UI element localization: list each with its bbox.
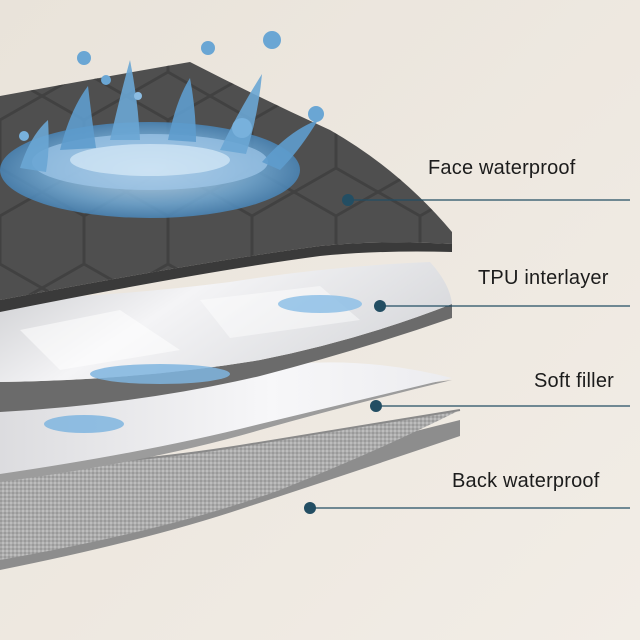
- back-layer-surface: [0, 410, 460, 560]
- label-face-waterproof: Face waterproof: [428, 157, 576, 179]
- leader-face: [342, 194, 630, 206]
- leader-back: [304, 502, 630, 514]
- water-splash-icon: [0, 31, 324, 218]
- tpu-layer-edge: [0, 304, 452, 412]
- filler-layer-surface: [0, 362, 452, 474]
- label-back-waterproof: Back waterproof: [452, 470, 600, 492]
- leader-filler: [370, 400, 630, 412]
- label-soft-filler: Soft filler: [534, 370, 615, 392]
- face-layer-edge: [0, 242, 452, 312]
- label-tpu-interlayer: TPU interlayer: [478, 267, 609, 289]
- water-droplet-icon: [44, 295, 362, 433]
- leader-tpu: [374, 300, 630, 312]
